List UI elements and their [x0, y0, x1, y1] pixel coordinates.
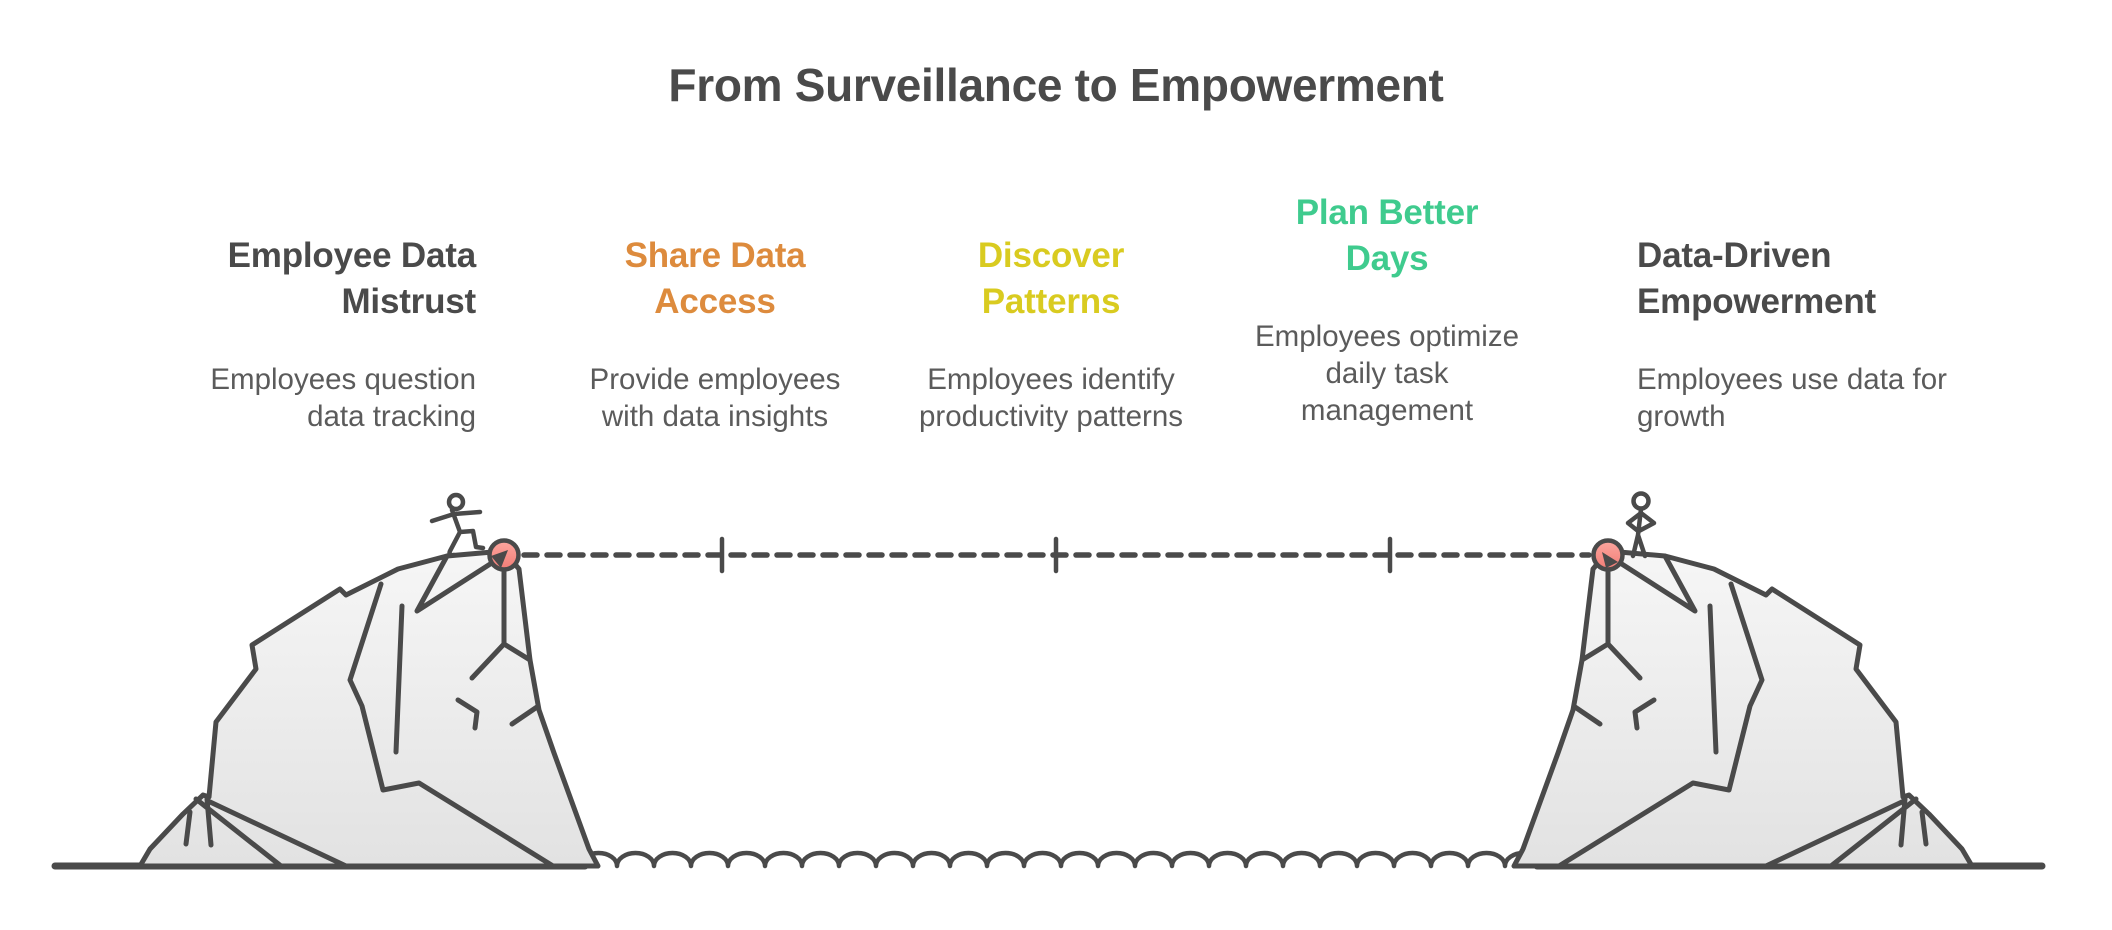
- stage-title-line: Access: [654, 282, 776, 321]
- figure-body: [429, 507, 486, 558]
- stage-desc-line: Employees optimize: [1255, 320, 1519, 353]
- water-waves: [577, 850, 1545, 869]
- stage-description: Employees use data for growth: [1637, 361, 2067, 435]
- figure-head: [1631, 491, 1651, 511]
- figure-head: [446, 492, 466, 512]
- stage-title: Discover Patterns: [851, 233, 1251, 325]
- stage-title-line: Mistrust: [341, 282, 476, 321]
- start-node-arrow-icon: [491, 550, 508, 568]
- stage-title-line: Data-Driven: [1637, 236, 1832, 275]
- right-cliff: [1514, 551, 1972, 866]
- stage-title: Plan Better Days: [1187, 190, 1587, 282]
- left-cliff: [137, 548, 601, 869]
- stage-description: Employees optimize daily task management: [1187, 318, 1587, 429]
- stage-title-line: Patterns: [981, 282, 1121, 321]
- stage-desc-line: Employees identify: [927, 363, 1175, 396]
- stage-title-line: Employee Data: [227, 236, 477, 275]
- stage-column-share-data-access: Share Data Access Provide employees with…: [515, 233, 915, 435]
- stage-column-employee-data-mistrust: Employee Data Mistrust Employees questio…: [56, 233, 476, 435]
- stage-description: Provide employees with data insights: [515, 361, 915, 435]
- journey-tick-marks: [719, 536, 1393, 574]
- stage-title-line: Empowerment: [1637, 282, 1876, 321]
- stage-title-line: Share Data: [624, 236, 806, 275]
- stage-description: Employees identify productivity patterns: [851, 361, 1251, 435]
- stage-desc-line: data tracking: [307, 400, 476, 433]
- stage-desc-line: Employees use data for: [1637, 363, 1947, 396]
- stage-description: Employees question data tracking: [56, 361, 476, 435]
- stage-desc-line: Employees question: [210, 363, 476, 396]
- standing-stick-figure: [1625, 491, 1657, 559]
- stage-title: Data-Driven Empowerment: [1637, 233, 2067, 325]
- stage-desc-line: daily task: [1325, 357, 1449, 390]
- figure-body: [1625, 506, 1657, 559]
- stage-desc-line: management: [1300, 394, 1474, 427]
- stage-desc-line: with data insights: [601, 400, 829, 433]
- end-node-arrow-icon: [1602, 552, 1618, 568]
- stage-desc-line: Provide employees: [589, 363, 841, 396]
- stage-column-data-driven-empowerment: Data-Driven Empowerment Employees use da…: [1637, 233, 2067, 435]
- stage-desc-line: growth: [1637, 400, 1726, 433]
- stage-desc-line: productivity patterns: [919, 400, 1183, 433]
- crouching-stick-figure: [429, 492, 486, 558]
- stage-title: Employee Data Mistrust: [56, 233, 477, 325]
- stage-column-plan-better-days: Plan Better Days Employees optimize dail…: [1187, 190, 1587, 429]
- page-title: From Surveillance to Empowerment: [668, 59, 1444, 111]
- stage-title-line: Days: [1345, 239, 1429, 278]
- stage-title: Share Data Access: [515, 233, 915, 325]
- stage-title-line: Discover: [977, 236, 1125, 275]
- stage-title-line: Plan Better: [1295, 193, 1479, 232]
- stage-column-discover-patterns: Discover Patterns Employees identify pro…: [851, 233, 1251, 435]
